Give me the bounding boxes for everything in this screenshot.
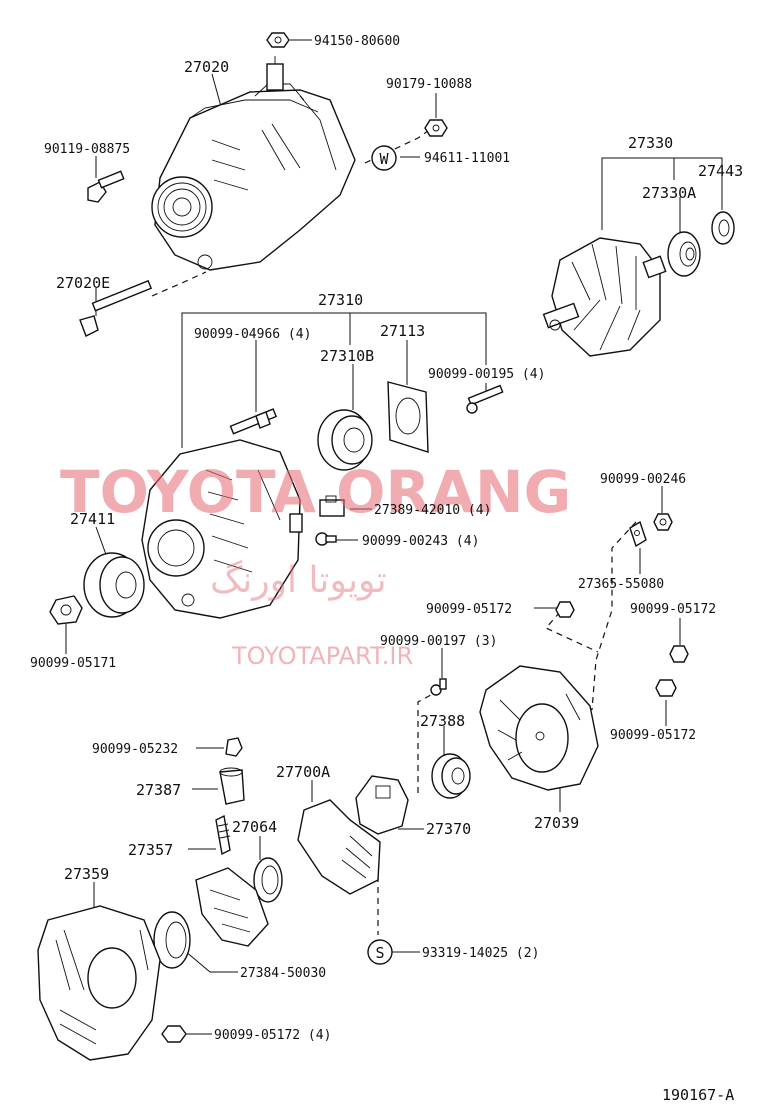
rear-end-frame-27039	[479, 665, 599, 791]
label-93319-14025: 93319-14025 (2)	[422, 946, 539, 961]
label-27387: 27387	[136, 781, 181, 799]
watermark-url: TOYOTAPART.IR	[231, 642, 413, 670]
label-90099-00195: 90099-00195 (4)	[428, 367, 545, 382]
holder-27387	[219, 767, 245, 805]
insulator-27384-50030	[153, 911, 191, 969]
nut-94150-80600	[266, 32, 290, 48]
rectifier-27357-holder	[195, 867, 269, 947]
leader-lines	[65, 39, 723, 1035]
label-90179-10088: 90179-10088	[386, 77, 472, 92]
nut-90099-05172-a	[555, 601, 575, 618]
bolt-90119-08875	[87, 170, 125, 203]
label-27330A: 27330A	[642, 184, 696, 202]
alternator-assembly-27020	[151, 56, 356, 271]
retainer-27113	[387, 381, 429, 453]
part-labels: 94150-80600 27020 90179-10088 90119-0887…	[30, 34, 743, 1104]
label-27039: 27039	[534, 814, 579, 832]
washer-w-symbol: W	[371, 145, 397, 171]
label-90099-05172-c: 90099-05172	[610, 728, 696, 743]
watermark-brand: TOYOTA ORANG	[60, 458, 571, 526]
nut-90099-00246	[653, 513, 673, 531]
bearing-27330A	[667, 231, 701, 277]
nut-90099-05171	[49, 595, 83, 625]
diagram-id: 190167-A	[662, 1086, 734, 1104]
bolt-90099-04966	[229, 408, 278, 435]
label-27020: 27020	[184, 58, 229, 76]
nut-90099-05232	[225, 737, 243, 757]
label-27370: 27370	[426, 820, 471, 838]
label-27389-42010: 27389-42010 (4)	[374, 503, 491, 518]
label-27700A: 27700A	[276, 763, 330, 781]
label-27357: 27357	[128, 841, 173, 859]
label-27310B: 27310B	[320, 347, 374, 365]
label-90099-05171: 90099-05171	[30, 656, 116, 671]
label-90099-00246: 90099-00246	[600, 472, 686, 487]
watermark-brand-fa: تویوتا اورنگ	[210, 559, 387, 601]
screw-90099-00243	[315, 532, 337, 546]
rotor-assembly-27330	[542, 237, 667, 357]
label-27113: 27113	[380, 322, 425, 340]
label-90099-05172-b: 90099-05172	[630, 602, 716, 617]
label-27443: 27443	[698, 162, 743, 180]
label-27330: 27330	[628, 134, 673, 152]
bearing-27310B	[317, 409, 373, 471]
label-27388: 27388	[420, 712, 465, 730]
label-27384-50030: 27384-50030	[240, 966, 326, 981]
rear-cover-27359	[37, 905, 161, 1061]
seal-27064	[253, 857, 283, 903]
drive-end-frame-27310	[141, 439, 303, 619]
watermark: TOYOTA ORANG تویوتا اورنگ TOYOTAPART.IR	[60, 458, 571, 670]
terminal-27365-55080	[629, 520, 647, 548]
nut-90099-05172-c	[655, 679, 677, 697]
label-90119-08875: 90119-08875	[44, 142, 130, 157]
label-90099-05172-d: 90099-05172 (4)	[214, 1028, 331, 1043]
label-27359: 27359	[64, 865, 109, 883]
nut-90099-05172-d	[161, 1025, 187, 1043]
label-27411: 27411	[70, 510, 115, 528]
label-90099-00197: 90099-00197 (3)	[380, 634, 497, 649]
label-90099-05172-a: 90099-05172	[426, 602, 512, 617]
cover-27443	[711, 211, 735, 245]
s-symbol-text: S	[375, 944, 384, 962]
label-27310: 27310	[318, 291, 363, 309]
pulley-27411	[83, 552, 145, 618]
label-27020E: 27020E	[56, 274, 110, 292]
label-90099-05232: 90099-05232	[92, 742, 178, 757]
s-symbol: S	[367, 939, 393, 965]
terminal-27357	[215, 814, 231, 856]
label-94611-11001: 94611-11001	[424, 151, 510, 166]
screw-90099-00197	[430, 678, 447, 696]
bearing-27388	[431, 753, 471, 799]
regulator-27700A	[297, 799, 381, 895]
label-27365-55080: 27365-55080	[578, 577, 664, 592]
nut-90099-05172-b	[669, 645, 689, 663]
washer-w-symbol-text: W	[379, 150, 389, 168]
insulator-27389-42010	[319, 495, 345, 517]
screw-90099-00195	[466, 384, 504, 414]
label-27064: 27064	[232, 818, 277, 836]
label-90099-04966: 90099-04966 (4)	[194, 327, 311, 342]
label-90099-00243: 90099-00243 (4)	[362, 534, 479, 549]
nut-90179-10088	[424, 119, 448, 137]
label-94150-80600: 94150-80600	[314, 34, 400, 49]
brush-holder-27370	[355, 775, 409, 835]
bolt-27020E	[79, 279, 153, 337]
